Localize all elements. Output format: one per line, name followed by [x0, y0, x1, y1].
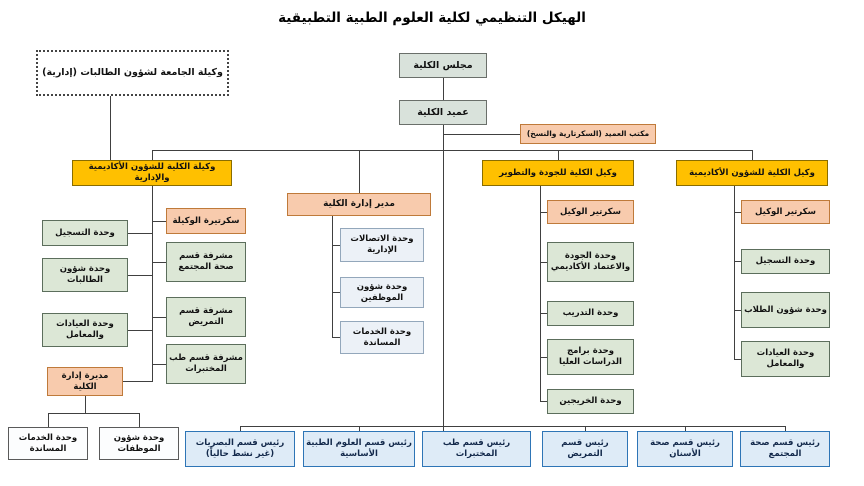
connector [152, 364, 166, 365]
node-female-employees-unit: وحدة شؤون الموظفات [99, 427, 179, 460]
node-admin-secretary: سكرتيرة الوكيلة [166, 208, 246, 234]
node-admin-unit-student-affairs: وحدة شؤون الطالبات [42, 258, 128, 292]
connector [540, 186, 541, 402]
node-admin-communications-unit: وحدة الاتصالات الإدارية [340, 228, 424, 262]
connector [734, 359, 741, 360]
connector [240, 426, 241, 431]
connector [359, 426, 360, 431]
connector [48, 413, 49, 427]
connector [540, 313, 547, 314]
node-admin-unit-clinics-labs: وحدة العيادات والمعامل [42, 313, 128, 347]
node-support-services-unit-f: وحدة الخدمات المساندة [8, 427, 88, 460]
connector [128, 233, 152, 234]
node-academic-registration-unit: وحدة التسجيل [741, 249, 830, 274]
node-training-unit: وحدة التدريب [547, 301, 634, 326]
node-supervisor-lab-medicine: مشرفة قسم طب المختبرات [166, 344, 246, 384]
connector [85, 396, 86, 413]
node-female-college-director: مديرة إدارة الكلية [47, 367, 123, 396]
node-university-vice-dean: وكيلة الجامعة لشؤون الطالبات (إدارية) [36, 50, 229, 96]
node-quality-secretary: سكرتير الوكيل [547, 200, 634, 224]
node-alumni-unit: وحدة الخريجين [547, 389, 634, 414]
node-dean: عميد الكلية [399, 100, 487, 125]
connector [540, 357, 547, 358]
connector [332, 245, 340, 246]
node-dean-office: مكتب العميد (السكرتارية والنسخ) [520, 124, 656, 144]
chart-title: الهيكل التنظيمي لكلية العلوم الطبية التط… [278, 10, 586, 26]
connector [540, 401, 547, 402]
connector [128, 275, 152, 276]
connector [332, 292, 340, 293]
connector [152, 221, 166, 222]
connector [359, 150, 360, 193]
connector [139, 413, 140, 427]
connector [685, 426, 686, 431]
connector [558, 150, 559, 160]
node-admin-unit-registration: وحدة التسجيل [42, 220, 128, 246]
connector [734, 310, 741, 311]
connector [152, 150, 153, 160]
node-quality-accreditation-unit: وحدة الجودة والاعتماد الأكاديمي [547, 242, 634, 282]
connector [110, 96, 111, 160]
node-students-affairs-unit: وحدة شؤون الطلاب [741, 292, 830, 328]
connector [540, 262, 547, 263]
connector [48, 413, 139, 414]
node-college-council: مجلس الكلية [399, 53, 487, 78]
connector [152, 186, 153, 382]
node-dept-basic-medical-sciences: رئيس قسم العلوم الطبية الأساسية [303, 431, 415, 467]
node-college-director: مدير إدارة الكلية [287, 193, 431, 216]
connector [443, 134, 520, 135]
connector [540, 212, 547, 213]
connector [152, 317, 166, 318]
node-clinics-labs-unit: وحدة العيادات والمعامل [741, 341, 830, 377]
node-graduate-programs-unit: وحدة برامج الدراسات العليا [547, 339, 634, 375]
connector [152, 150, 752, 151]
node-support-services-unit: وحدة الخدمات المساندة [340, 321, 424, 354]
node-academic-secretary: سكرتير الوكيل [741, 200, 830, 224]
connector [734, 186, 735, 360]
node-supervisor-community-health: مشرفة قسم صحة المجتمع [166, 242, 246, 282]
connector [128, 330, 152, 331]
node-employees-affairs-unit: وحدة شؤون الموظفين [340, 277, 424, 308]
node-dept-lab-medicine: رئيس قسم طب المختبرات [422, 431, 531, 467]
connector [152, 262, 166, 263]
connector [443, 125, 444, 431]
connector [443, 78, 444, 100]
node-dept-optometry: رئيس قسم البصريات (غير نشط حالياً) [185, 431, 295, 467]
connector [785, 426, 786, 431]
node-vice-dean-admin: وكيلة الكلية للشؤون الأكاديمية والإدارية [72, 160, 232, 186]
node-vice-dean-quality: وكيل الكلية للجودة والتطوير [482, 160, 634, 186]
node-dept-dental-health: رئيس قسم صحة الأسنان [637, 431, 733, 467]
node-supervisor-nursing: مشرفة قسم التمريض [166, 297, 246, 337]
connector [332, 337, 340, 338]
connector [734, 261, 741, 262]
connector [752, 150, 753, 160]
connector [240, 426, 785, 427]
node-dept-nursing: رئيس قسم التمريض [542, 431, 628, 467]
connector [332, 216, 333, 338]
node-dept-community-health: رئيس قسم صحة المجتمع [740, 431, 830, 467]
connector [123, 381, 152, 382]
connector [585, 426, 586, 431]
connector [734, 212, 741, 213]
node-vice-dean-academic: وكيل الكلية للشؤون الأكاديمية [676, 160, 828, 186]
